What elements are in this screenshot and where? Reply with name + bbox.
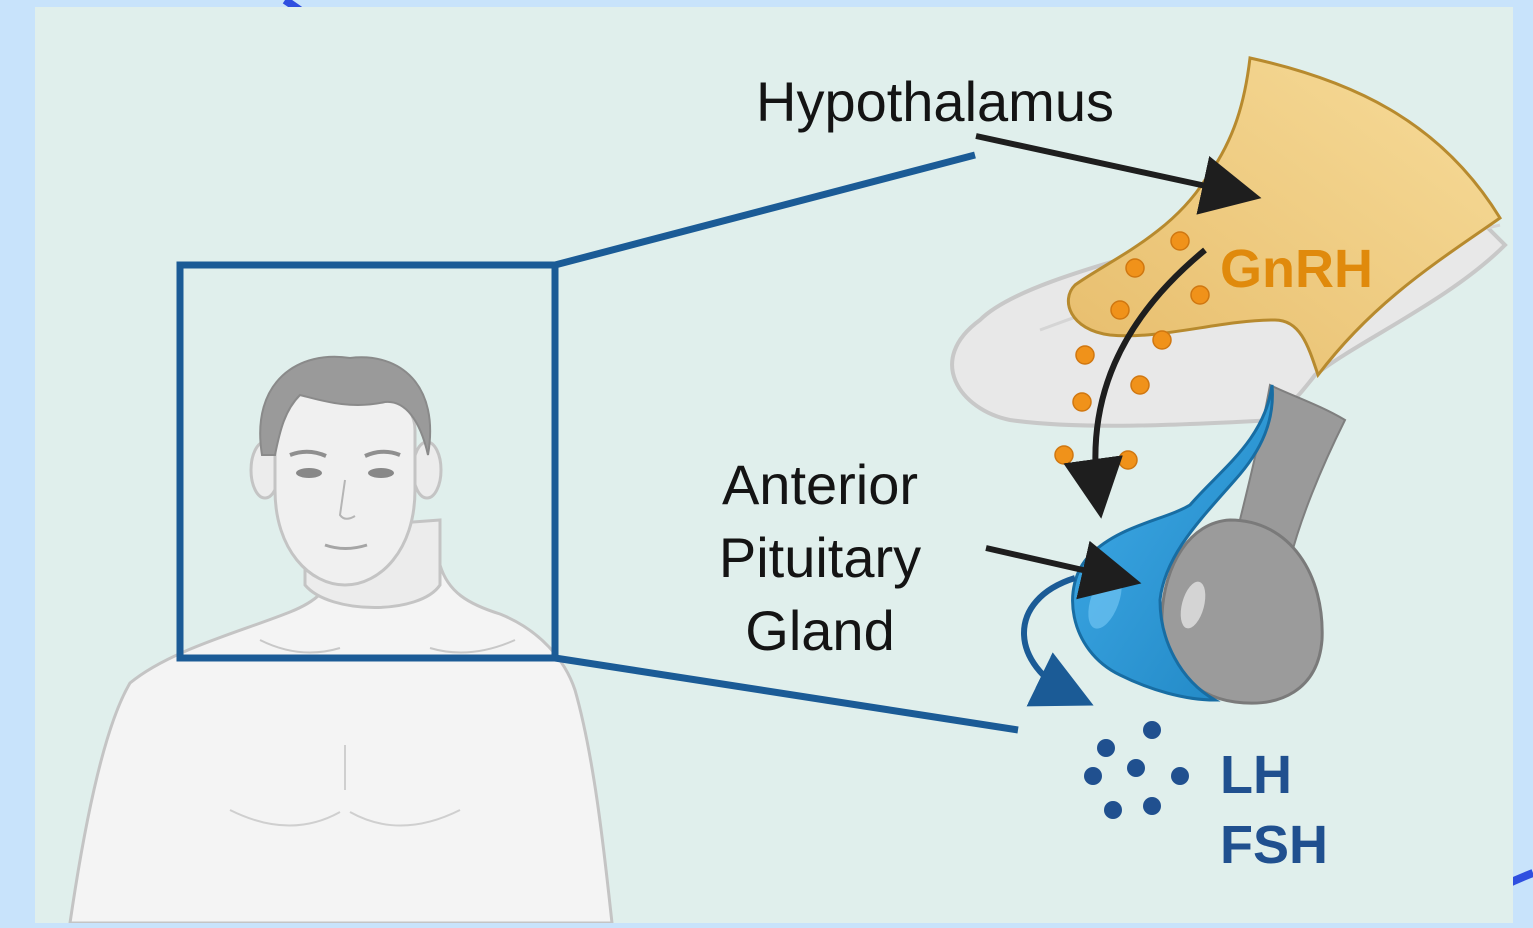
- gnrh-dot: [1126, 259, 1144, 277]
- hypothalamus-label: Hypothalamus: [756, 74, 1114, 130]
- right-eye: [368, 468, 394, 478]
- anterior-pituitary-label-line2: Pituitary: [640, 521, 1000, 594]
- gnrh-dot: [1171, 232, 1189, 250]
- fsh-label: FSH: [1220, 818, 1328, 872]
- gnrh-dot: [1191, 286, 1209, 304]
- gnrh-dot: [1131, 376, 1149, 394]
- gnrh-label: GnRH: [1220, 242, 1373, 296]
- gnrh-dot: [1076, 346, 1094, 364]
- anterior-pituitary-label-line1: Anterior: [640, 448, 1000, 521]
- gnrh-dot: [1073, 393, 1091, 411]
- left-eye: [296, 468, 322, 478]
- anterior-pituitary-label-line3: Gland: [640, 594, 1000, 667]
- hormone-dot: [1171, 767, 1189, 785]
- lh-label: LH: [1220, 748, 1292, 802]
- gnrh-dot: [1111, 301, 1129, 319]
- gnrh-dot: [1055, 446, 1073, 464]
- hormone-dot: [1104, 801, 1122, 819]
- gnrh-dot: [1153, 331, 1171, 349]
- hormone-dot: [1097, 739, 1115, 757]
- hormone-dot: [1084, 767, 1102, 785]
- hormone-dot: [1127, 759, 1145, 777]
- anterior-pituitary-label: Anterior Pituitary Gland: [640, 448, 1000, 667]
- hormone-dot: [1143, 797, 1161, 815]
- gnrh-dot: [1119, 451, 1137, 469]
- hormone-dot: [1143, 721, 1161, 739]
